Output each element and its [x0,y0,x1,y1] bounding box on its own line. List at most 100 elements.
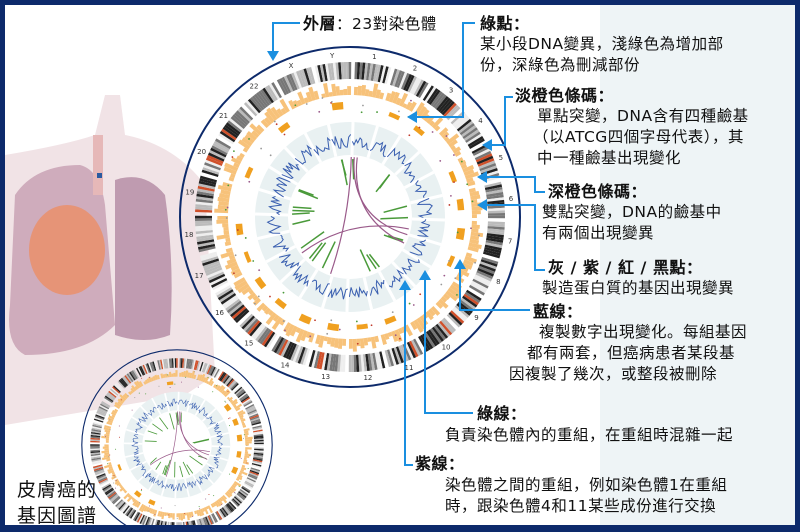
chromosome-band [120,377,129,387]
sector-divider [177,391,180,411]
chromosome-band [485,240,503,246]
chromosome-band [329,353,334,371]
chromosome-band [92,461,102,465]
intra-chromosomal-link [152,423,163,432]
chromosome-band [339,354,344,372]
mutation-dot [109,419,111,421]
chromosome-band [486,233,504,238]
mutation-dot [305,103,308,105]
chromosome-band [201,256,219,264]
chromosome-band [171,358,174,368]
chromosome-band [247,475,257,482]
light-orange-bar [461,262,473,270]
light-orange-bar [321,93,326,99]
chromosome-band [219,508,227,518]
intra-chromosomal-link [383,205,408,214]
sector-divider [279,258,306,284]
chromosome-band [205,157,223,166]
mutation-dot [227,391,229,393]
light-orange-bar [111,411,117,416]
chromosome-band [206,269,224,279]
light-orange-bar [138,503,145,512]
light-orange-bar [237,474,243,479]
light-orange-bar [226,258,237,265]
chromosome-band [173,522,175,525]
chromosome-band [165,358,169,369]
chromosome-band [122,376,130,386]
chromosome-band [243,102,258,117]
light-orange-bar [134,385,139,390]
light-orange-bar [264,307,272,315]
light-orange-bar [295,327,302,334]
chromosome-band [215,511,222,521]
light-orange-bar [217,215,229,220]
chromosome-band [413,338,424,355]
chromosome-band [197,239,215,245]
light-orange-bar [450,145,457,151]
chromosome-band [213,140,230,152]
chromosome-band [235,494,244,502]
light-orange-bar [342,338,347,346]
dark-orange-bar [413,125,425,137]
chromosome-band [126,507,133,517]
light-orange-bar [238,472,243,476]
light-orange-bar [469,190,480,197]
chromosome-band [126,373,134,382]
chromosome-band [149,362,154,372]
mutation-dot [283,133,286,136]
chromosome-band [353,354,357,372]
chromosome-band [90,434,101,438]
chromosome-band [254,438,264,441]
chromosome-band [182,521,185,525]
chromosome-band [262,87,274,104]
light-orange-bar [217,204,229,210]
light-orange-bar [172,513,175,520]
chromosome-label: 11 [405,364,414,372]
chromosome-band [190,520,193,525]
light-orange-bar [145,506,150,512]
mutation-dot [456,294,458,296]
light-orange-bar [231,484,236,489]
light-orange-bar [238,411,246,417]
light-orange-bar [181,371,184,377]
chromosome-band [198,518,203,525]
chromosome-band [124,375,132,384]
chromosome-band [134,512,141,522]
sector-divider [350,122,355,156]
chromosome-band [138,514,144,524]
chromosome-band [276,338,287,355]
mutation-dot [234,491,236,493]
chromosome-band [249,321,262,337]
inter-chromosomal-link [353,157,408,236]
mutation-dot [439,160,442,162]
light-orange-bar [104,429,111,433]
chromosome-band [205,364,211,374]
label-purple-line-line: 時，跟染色體4和11某些成份進行交換 [445,497,717,515]
light-orange-bar [119,397,125,403]
light-orange-bar [468,242,482,250]
chromosome-band [223,296,239,309]
light-orange-bar [222,181,233,188]
chromosome-band [253,436,264,440]
light-orange-bar [186,512,190,521]
label-green-dots-title: 綠點： [480,14,530,33]
chromosome-band [248,413,259,419]
light-orange-bar [205,506,209,510]
light-orange-bar [237,283,250,294]
mutation-dot [456,231,459,234]
light-orange-bar [152,375,156,381]
light-orange-bar [173,372,176,377]
chromosome-band [252,461,262,466]
mutation-dot [140,488,142,490]
chromosome-band [183,358,186,369]
mutation-dot [174,505,176,507]
chromosome-band [131,370,138,380]
light-orange-bar [235,477,240,482]
mutation-dot [248,180,251,183]
chromosome-band [322,64,328,82]
copy-number-line [155,479,165,489]
chromosome-band [480,259,498,267]
label-purple-line-line: 染色體之間的重組，例如染色體1在重組 [445,476,728,494]
chromosome-band [487,207,505,212]
